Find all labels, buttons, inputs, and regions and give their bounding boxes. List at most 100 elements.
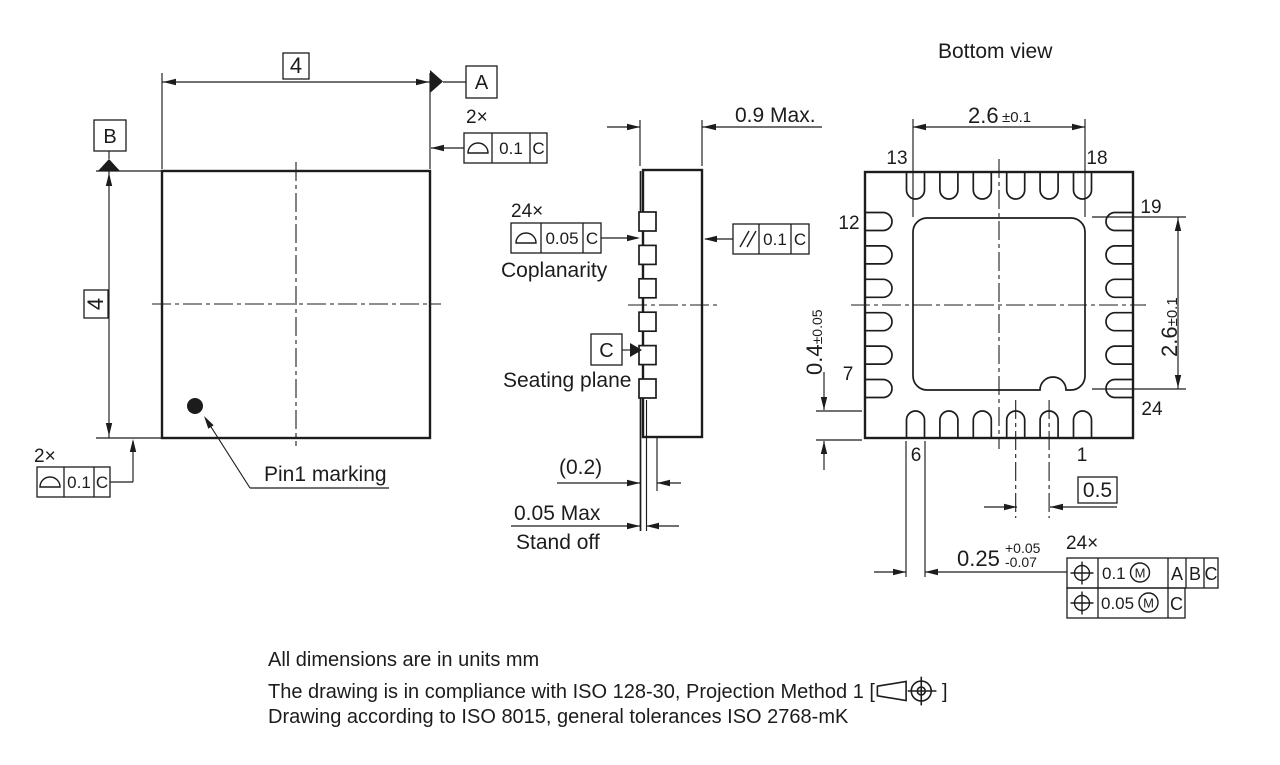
- first-angle-projection-icon: [876, 676, 937, 705]
- pin-number-19: 19: [1140, 197, 1161, 218]
- profile-tolerance: 0.1: [499, 139, 523, 158]
- profile-of-surface-icon: [515, 232, 537, 244]
- side-view: 0.9 Max. 24× 0.05 C Coplanarity 0.1 C: [501, 104, 822, 554]
- count-label: 2×: [466, 107, 488, 128]
- datum-a-triangle: [430, 70, 443, 93]
- dim-lead-width: 0.25 +0.05 -0.07: [874, 441, 1067, 577]
- profile-of-surface-icon: [39, 476, 61, 488]
- mmc-circle-icon: [1138, 592, 1159, 613]
- parallelism-icon: [739, 230, 750, 248]
- profile-of-surface-icon: [467, 142, 489, 154]
- dim-pitch: 0.5: [984, 400, 1118, 518]
- position-frame: 24× 0.1 M A B C: [1066, 533, 1219, 619]
- profile-frame-top: 2× 0.1 C: [431, 107, 548, 164]
- dim-pitch-value: 0.5: [1083, 479, 1112, 502]
- datum-c-label: C: [599, 340, 613, 362]
- profile-datum: C: [532, 139, 544, 158]
- position-frame-row1: 0.1 M A B C: [1066, 557, 1219, 589]
- dim-thickness-value: 0.9 Max.: [735, 104, 816, 127]
- standoff-label: Stand off: [516, 531, 600, 554]
- profile-tolerance: 0.1: [67, 473, 91, 492]
- position-datum-c: C: [1170, 594, 1183, 614]
- note-line-2: The drawing is in compliance with ISO 12…: [268, 675, 948, 705]
- dim-height-box: [83, 289, 109, 319]
- dim-pad-width-value: 2.6: [968, 103, 999, 128]
- datum-c-triangle: [630, 343, 642, 357]
- dim-lead-width-value: 0.25: [957, 546, 1000, 571]
- dim-standoff-value: 0.05 Max: [514, 502, 601, 525]
- pin-number-24: 24: [1141, 399, 1163, 420]
- pin-number-12: 12: [838, 213, 859, 234]
- mmc-modifier: M: [1143, 596, 1154, 611]
- parallelism-datum: C: [794, 230, 806, 249]
- pin-number-1: 1: [1077, 445, 1088, 466]
- dim-top-width: 4: [161, 52, 431, 169]
- dim-pitch-box: [1077, 476, 1118, 504]
- datum-c: C Seating plane: [503, 333, 642, 392]
- position-icon: [1070, 561, 1094, 585]
- bottom-view-title: Bottom view: [938, 40, 1053, 63]
- dim-width-box: [282, 52, 310, 80]
- dim-thickness: 0.9 Max.: [607, 104, 822, 166]
- coplanarity-frame: 24× 0.05 C Coplanarity: [501, 201, 640, 282]
- profile-frame-left: 2× 0.1 C: [34, 439, 137, 498]
- pin-number-7: 7: [843, 364, 854, 385]
- datum-b-box: [93, 119, 127, 152]
- datum-a-box: [465, 65, 498, 99]
- exposed-pad: [912, 217, 1086, 391]
- mmc-modifier: M: [1135, 566, 1146, 581]
- note-line-3: Drawing according to ISO 8015, general t…: [268, 706, 849, 728]
- pin1-leader: [205, 418, 251, 489]
- dim-width-value: 4: [290, 53, 302, 78]
- count-label: 24×: [511, 201, 543, 222]
- mmc-circle-icon: [1129, 562, 1151, 583]
- pin-number-18: 18: [1086, 148, 1107, 169]
- coplanarity-datum: C: [586, 229, 598, 248]
- datum-b: B: [93, 119, 127, 171]
- coplanarity-label: Coplanarity: [501, 259, 608, 282]
- dim-pad-height: 2.6±0.1: [1092, 216, 1186, 390]
- note-line-2-bracket: ]: [941, 680, 948, 703]
- count-label: 24×: [1066, 533, 1098, 554]
- dim-pad-height-value: 2.6±0.1: [1157, 297, 1182, 357]
- profile-datum: C: [96, 473, 108, 492]
- dim-height-value: 4: [83, 298, 108, 310]
- dim-lead-width-plus: +0.05: [1005, 540, 1041, 556]
- position-icon: [1070, 591, 1094, 615]
- position-tolerance: 0.1: [1102, 564, 1126, 583]
- pin1-marking: Pin1 marking: [187, 398, 389, 489]
- dim-lead-ref-value: (0.2): [559, 456, 602, 479]
- dim-top-height: 4: [83, 170, 162, 439]
- bottom-view: Bottom view: [802, 40, 1219, 619]
- seating-plane-label: Seating plane: [503, 369, 631, 392]
- datum-a-label: A: [475, 72, 489, 94]
- side-pins: [638, 211, 657, 399]
- parallelism-frame: 0.1 C: [704, 223, 810, 255]
- side-package-outline: [641, 168, 704, 439]
- position-tolerance: 0.05: [1101, 594, 1134, 613]
- pin-slots-top: [905, 172, 1093, 200]
- notes: All dimensions are in units mm The drawi…: [268, 646, 948, 732]
- pin1-label: Pin1 marking: [264, 463, 387, 486]
- dim-lead-ref: (0.2): [557, 456, 681, 487]
- position-datum-c: C: [1205, 564, 1218, 584]
- count-label: 2×: [34, 446, 56, 467]
- dim-lead-length: 0.4±0.05: [802, 309, 862, 470]
- position-datum-a: A: [1171, 564, 1183, 584]
- position-frame-row2: 0.05 M C: [1066, 587, 1186, 619]
- parallelism-tolerance: 0.1: [763, 230, 787, 249]
- pin1-dot: [187, 398, 203, 414]
- dim-pad-width: 2.6 ±0.1: [912, 103, 1086, 217]
- note-line-2-text: The drawing is in compliance with ISO 12…: [268, 680, 875, 703]
- pin-number-13: 13: [886, 148, 907, 169]
- pin-slots-left: [865, 211, 893, 399]
- dim-standoff: 0.05 Max Stand off: [511, 502, 679, 554]
- datum-b-label: B: [103, 126, 116, 148]
- position-datum-b: B: [1189, 564, 1201, 584]
- note-line-1: All dimensions are in units mm: [268, 649, 540, 671]
- dim-lead-length-value: 0.4±0.05: [802, 309, 827, 375]
- datum-b-triangle: [98, 159, 120, 171]
- pin-number-6: 6: [911, 445, 922, 466]
